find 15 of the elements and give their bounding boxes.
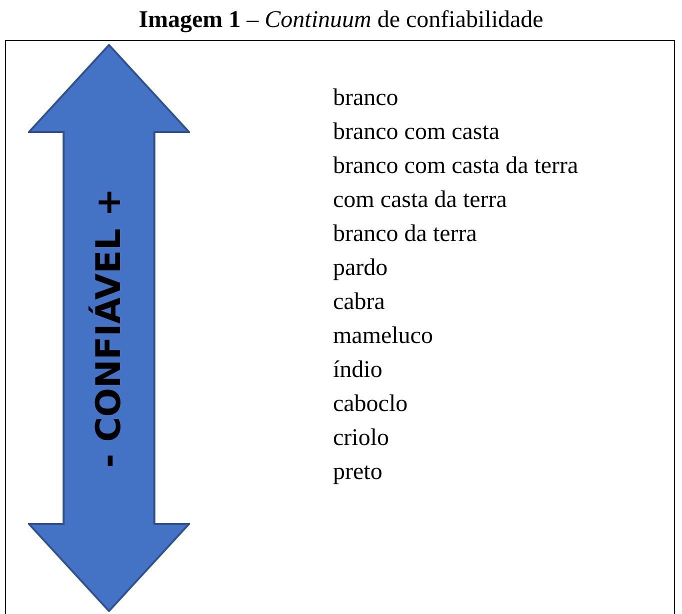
- list-item: branco com casta: [333, 118, 500, 146]
- list-item: branco da terra: [333, 220, 477, 248]
- list-item: preto: [333, 458, 382, 486]
- list-item: criolo: [333, 424, 389, 452]
- list-item: índio: [333, 356, 382, 384]
- arrow-label: - CONFIÁVEL +: [89, 188, 129, 468]
- list-item: com casta da terra: [333, 186, 507, 214]
- list-item: caboclo: [333, 390, 408, 418]
- double-arrow: [28, 44, 190, 612]
- list-item: mameluco: [333, 322, 433, 350]
- list-item: cabra: [333, 288, 385, 316]
- list-item: branco: [333, 84, 398, 112]
- figure-title: Imagem 1 – Continuum de confiabilidade: [138, 6, 544, 34]
- list-item: branco com casta da terra: [333, 152, 578, 180]
- list-item: pardo: [333, 254, 388, 282]
